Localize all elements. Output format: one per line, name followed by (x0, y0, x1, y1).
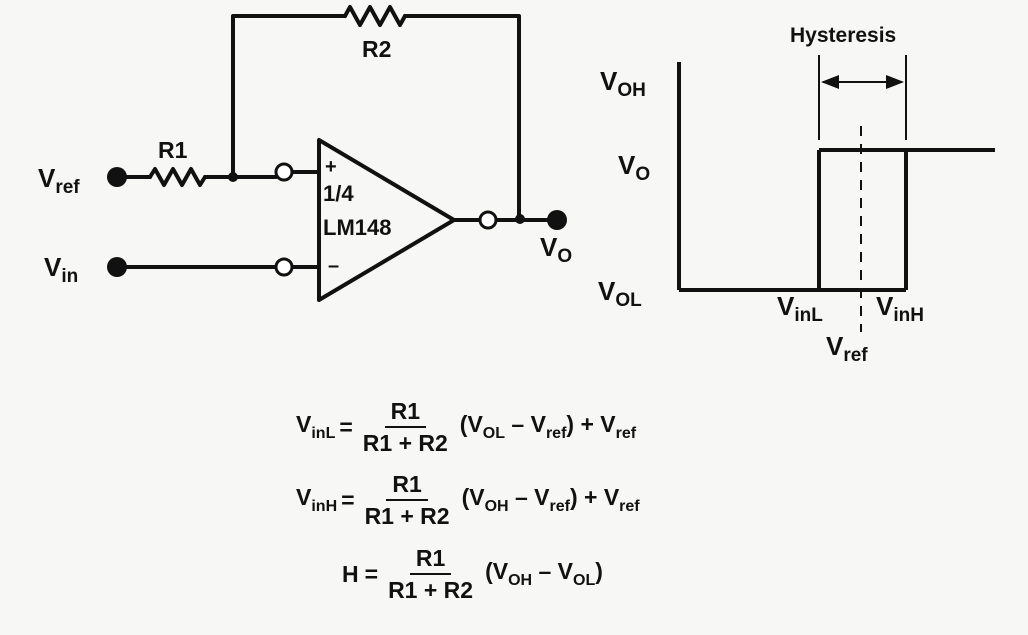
feedback-junction (228, 172, 238, 182)
fraction-denominator: R1 + R2 (388, 577, 474, 603)
fraction-denominator: R1 + R2 (362, 430, 448, 456)
feedback-wire-left (231, 14, 347, 179)
equals-sign: = (364, 560, 379, 587)
vout-terminal (547, 210, 567, 230)
r1-label: R1 (158, 137, 188, 163)
r2-label: R2 (362, 36, 391, 62)
equation-vinh: VinH = R1 R1 + R2 (VOH – Vref) + Vref (296, 471, 640, 529)
vref-label: Vref (38, 163, 80, 198)
vol-label: VOL (598, 276, 642, 311)
hysteresis-arrowhead-left (821, 75, 839, 89)
equals-sign: = (339, 413, 353, 440)
plus-pin (274, 162, 294, 182)
equation-vinl: VinL = R1 R1 + R2 (VOL – Vref) + Vref (296, 398, 636, 456)
fraction: R1 R1 + R2 (382, 545, 479, 603)
output-pin (478, 210, 498, 230)
part-label: LM148 (323, 215, 391, 240)
fraction: R1 R1 + R2 (357, 398, 454, 456)
vref-axis-label: Vref (826, 331, 868, 366)
opamp-triangle (317, 138, 456, 302)
vinl-label: VinL (777, 291, 823, 326)
equation-hysteresis: H = R1 R1 + R2 (VOH – VOL) (342, 545, 603, 603)
vinh-label: VinH (876, 291, 924, 326)
plus-sign: + (325, 156, 337, 178)
feedback-wire-right (403, 14, 521, 220)
fraction-numerator: R1 (409, 545, 452, 575)
fraction-numerator: R1 (384, 398, 426, 428)
output-junction (515, 214, 525, 224)
fraction-numerator: R1 (386, 471, 428, 501)
hysteresis-label: Hysteresis (790, 24, 896, 47)
equation-lhs: VinL (296, 411, 336, 442)
vout-label: VO (540, 232, 572, 267)
equation-rhs: (VOH – Vref) + Vref (461, 484, 640, 515)
vin-terminal (107, 257, 127, 277)
fraction-label: 1/4 (323, 181, 354, 206)
voh-label: VOH (600, 66, 646, 101)
vref-terminal (107, 167, 127, 187)
equals-sign: = (341, 486, 355, 513)
equation-rhs: (VOH – VOL) (485, 558, 603, 589)
minus-sign: – (328, 255, 339, 277)
equation-rhs: (VOL – Vref) + Vref (459, 411, 637, 442)
vo-label: VO (618, 150, 650, 185)
r2-resistor (343, 5, 407, 27)
r1-resistor (148, 167, 207, 187)
hysteresis-arrowhead-right (886, 75, 904, 89)
fraction-denominator: R1 + R2 (364, 503, 450, 529)
equation-lhs: VinH (296, 484, 338, 515)
minus-pin (274, 257, 294, 277)
equation-lhs: H (342, 560, 359, 587)
fraction: R1 R1 + R2 (359, 471, 456, 529)
vin-label: Vin (44, 252, 78, 287)
